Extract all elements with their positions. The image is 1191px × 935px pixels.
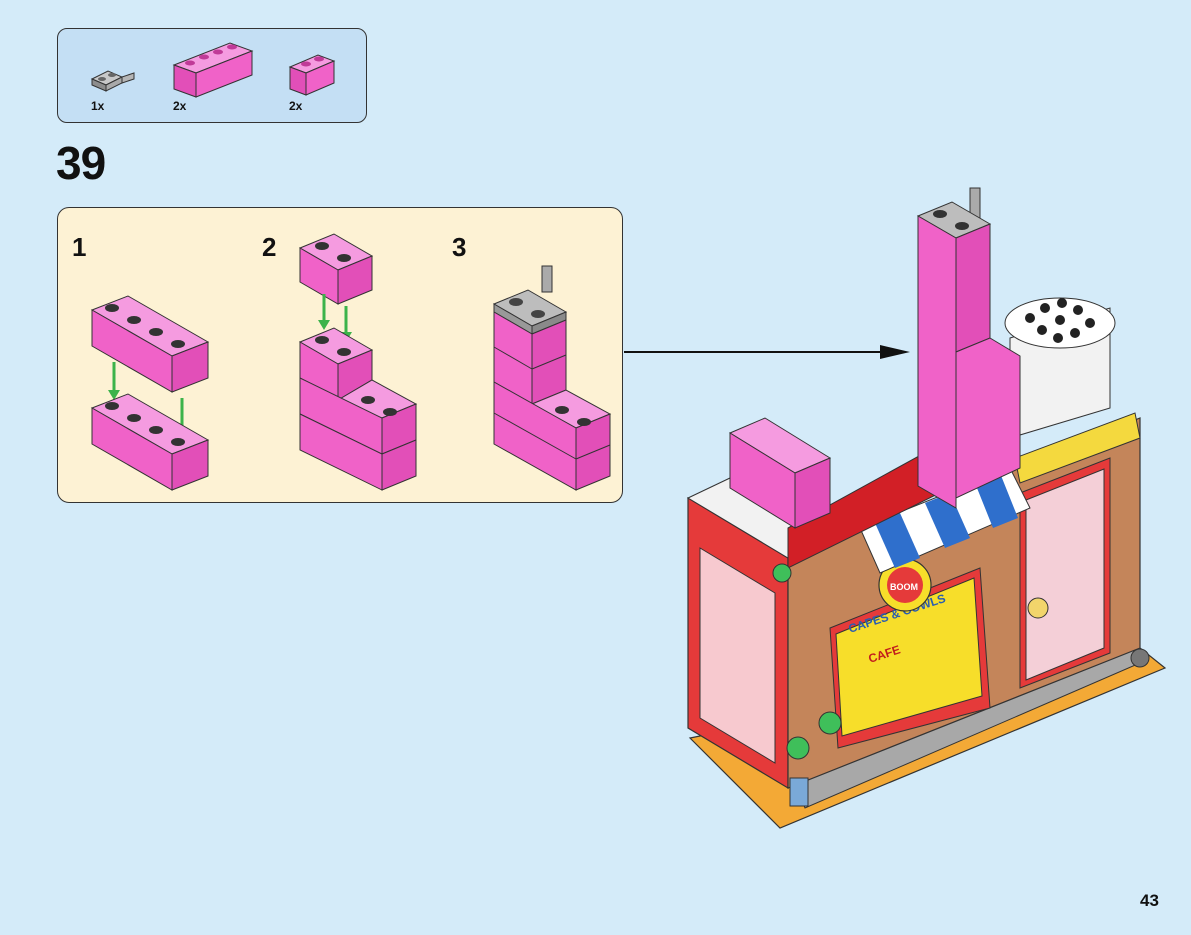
substep-2-illustration	[298, 233, 418, 491]
substep-label-3: 3	[452, 232, 467, 262]
pink-brick-1x4-icon	[172, 42, 254, 98]
gray-plate-with-clip-icon	[90, 70, 135, 92]
substep-panel: 1 2 3	[57, 207, 623, 503]
part-count-3: 2x	[289, 99, 303, 113]
placement-arrow	[624, 345, 910, 359]
step-number: 39	[56, 137, 106, 189]
substep-3-illustration	[492, 265, 612, 491]
substep-label-2: 2	[262, 232, 277, 262]
badge-text: BOOM	[890, 582, 918, 592]
page-number: 43	[1140, 891, 1159, 910]
model-illustration: CAPES & COWLS CAFE BOOM	[686, 187, 1167, 829]
pink-brick-1x2-icon	[288, 54, 336, 96]
substep-1-illustration	[90, 295, 210, 491]
substep-label-1: 1	[72, 232, 87, 262]
parts-callout: 1x 2x 2x	[57, 28, 367, 123]
part-count-1: 1x	[91, 99, 105, 113]
part-count-2: 2x	[173, 99, 187, 113]
